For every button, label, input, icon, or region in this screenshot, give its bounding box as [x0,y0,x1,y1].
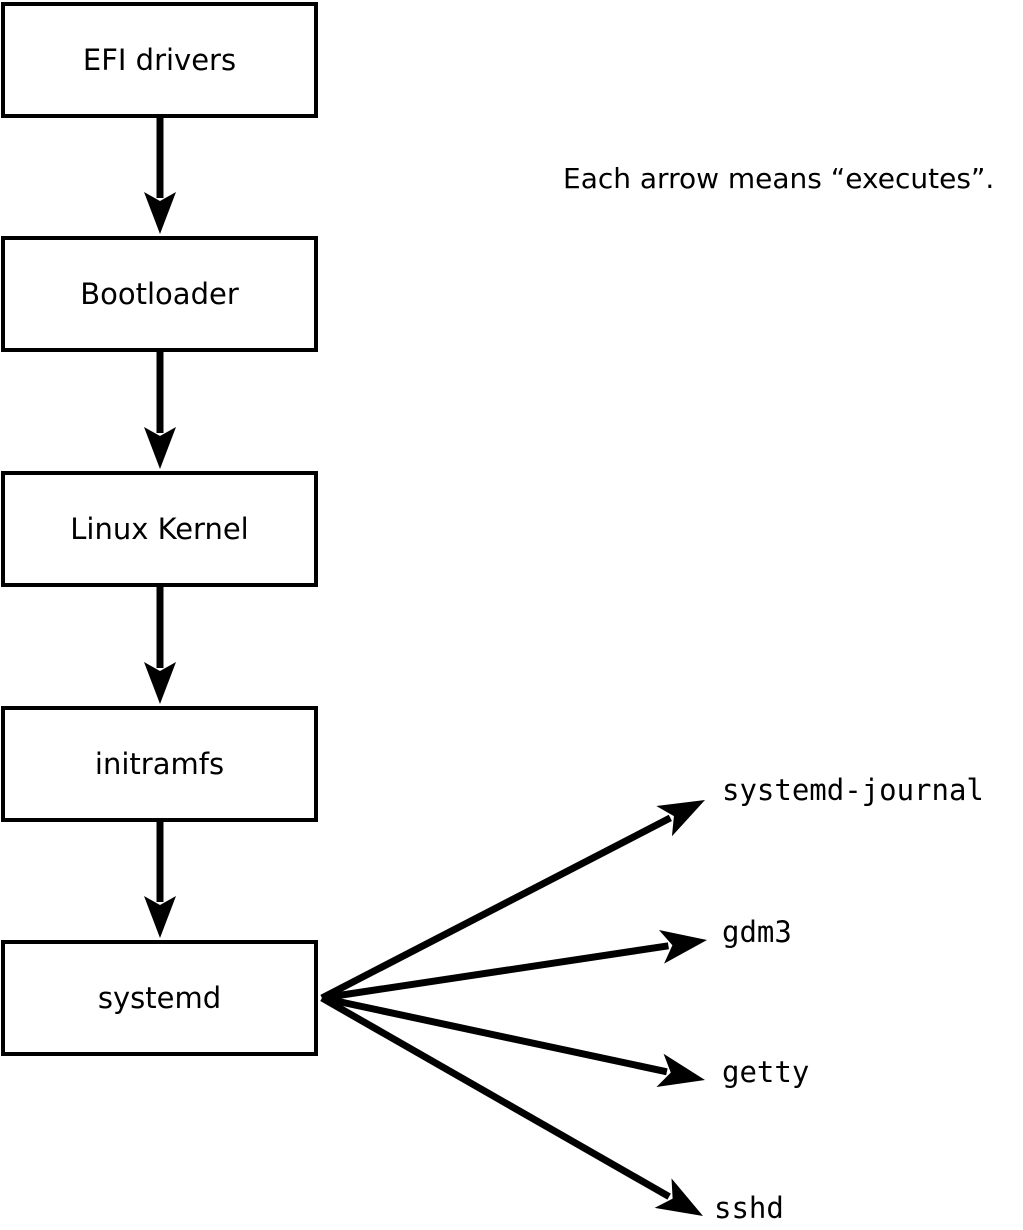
arrow-head [144,896,176,938]
arrow-head [144,662,176,704]
arrow-kernel-to-initramfs [144,587,176,704]
arrow-head [144,192,176,234]
node-systemd[interactable]: systemd [1,940,318,1056]
arrow-systemd-to-sshd [320,994,703,1216]
arrow-shaft [320,814,672,1002]
arrow-head [654,1178,703,1216]
arrow-initramfs-to-systemd [144,822,176,938]
node-label-bootloader: Bootloader [80,276,239,311]
arrow-systemd-to-gdm3 [321,930,707,1002]
arrow-systemd-to-getty [321,994,705,1087]
arrow-shaft [321,994,668,1076]
node-systemd-journal[interactable]: systemd-journal [722,773,984,807]
node-sshd[interactable]: sshd [714,1191,784,1225]
arrow-shaft [321,942,669,1002]
node-label-initramfs: initramfs [94,746,225,781]
arrow-bootloader-to-kernel [144,352,176,469]
arrow-systemd-to-systemd-journal [320,800,705,1002]
node-label-efi-drivers: EFI drivers [82,42,237,77]
node-efi-drivers[interactable]: EFI drivers [1,2,318,118]
arrow-semantics-note: Each arrow means “executes”. [563,162,995,195]
node-gdm3[interactable]: gdm3 [722,915,792,949]
node-label-systemd: systemd [97,980,222,1015]
node-label-linux-kernel: Linux Kernel [70,511,249,546]
node-initramfs[interactable]: initramfs [1,706,318,822]
arrow-head [144,427,176,469]
arrow-head [656,1053,705,1087]
arrow-efi-to-bootloader [144,118,176,234]
node-getty[interactable]: getty [722,1055,810,1089]
arrow-shaft [320,994,671,1200]
node-linux-kernel[interactable]: Linux Kernel [1,471,318,587]
arrow-head [656,800,705,837]
node-bootloader[interactable]: Bootloader [1,236,318,352]
arrow-head [658,930,707,964]
